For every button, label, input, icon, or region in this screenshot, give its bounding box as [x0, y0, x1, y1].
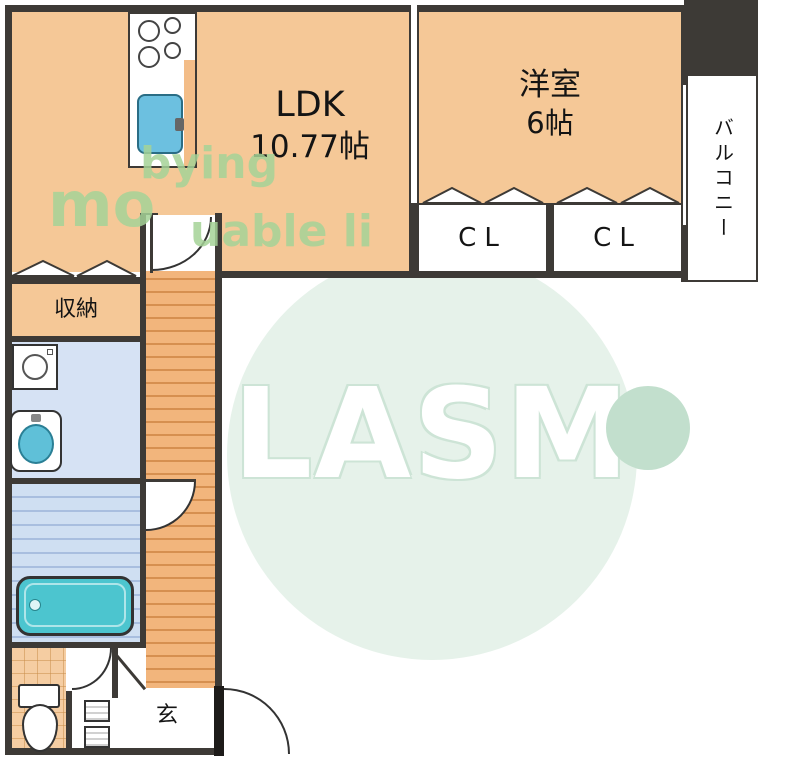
- washing-machine-icon: [12, 344, 58, 390]
- watermark-circle: [227, 250, 637, 660]
- wall: [215, 213, 222, 688]
- wall: [5, 336, 146, 342]
- closet-1: [419, 205, 546, 271]
- neighbor-block: [684, 0, 758, 74]
- ldk-label-text: LDK: [275, 85, 345, 125]
- western-room-label: 洋室 6帖: [460, 66, 640, 141]
- ldk-size-text: 10.77帖: [250, 128, 370, 165]
- entrance-label: 玄: [155, 703, 178, 728]
- western-room-label-text: 洋室: [519, 67, 581, 103]
- entrance-door-leaf: [214, 686, 224, 756]
- bathtub-icon: [16, 576, 134, 636]
- western-room: [419, 12, 681, 203]
- closet-2-label: CL: [593, 223, 642, 253]
- kitchen-stove-icon: [138, 46, 160, 68]
- kitchen-stove-icon: [164, 17, 181, 34]
- wall: [112, 642, 118, 698]
- faucet-icon: [31, 414, 41, 422]
- wall: [5, 5, 12, 755]
- watermark-dot: [606, 386, 690, 470]
- wall: [140, 213, 146, 648]
- wall: [66, 691, 72, 755]
- kitchen-stove-icon: [138, 20, 160, 42]
- wall: [5, 478, 146, 484]
- entrance-step: [84, 700, 110, 722]
- wall: [546, 203, 554, 271]
- washing-machine-panel: [47, 349, 53, 355]
- bifold-door-icon: [556, 186, 680, 204]
- entrance-door-arc: [224, 688, 290, 754]
- ldk-door-leaf: [150, 215, 153, 273]
- washbasin-icon: [10, 410, 62, 472]
- hallway: [146, 215, 215, 688]
- storage-label: 収納: [53, 297, 98, 322]
- closet-1-label: CL: [458, 223, 507, 253]
- kitchen-counter: [184, 60, 195, 166]
- washbasin-bowl: [18, 424, 54, 464]
- kitchen-sink-icon: [137, 94, 184, 154]
- bifold-door-icon: [422, 186, 544, 204]
- window: [681, 85, 688, 225]
- entrance-step: [84, 726, 110, 748]
- washing-machine-drum: [22, 354, 48, 380]
- storage-room: [12, 284, 140, 336]
- toilet-bowl: [22, 704, 58, 752]
- closet-2: [554, 205, 681, 271]
- kitchen-stove-icon: [164, 42, 181, 59]
- wall: [5, 748, 222, 755]
- bifold-door-icon: [11, 259, 137, 277]
- wall: [215, 271, 688, 278]
- ldk-label: LDK 10.77帖: [210, 84, 410, 167]
- watermark-logo: LASM: [232, 362, 632, 507]
- bathtub-drain: [29, 599, 41, 611]
- kitchen-unit: [128, 12, 197, 168]
- wall: [5, 277, 146, 284]
- bathtub-inner: [24, 583, 126, 627]
- wall: [5, 642, 146, 648]
- wall: [5, 5, 686, 12]
- faucet-icon: [175, 118, 184, 131]
- wall: [409, 5, 419, 203]
- entrance-area: [146, 688, 215, 748]
- wall: [409, 203, 419, 271]
- balcony-label: バルコニー: [710, 116, 735, 242]
- washroom-door-leaf: [146, 479, 196, 482]
- western-room-size-text: 6帖: [526, 105, 574, 140]
